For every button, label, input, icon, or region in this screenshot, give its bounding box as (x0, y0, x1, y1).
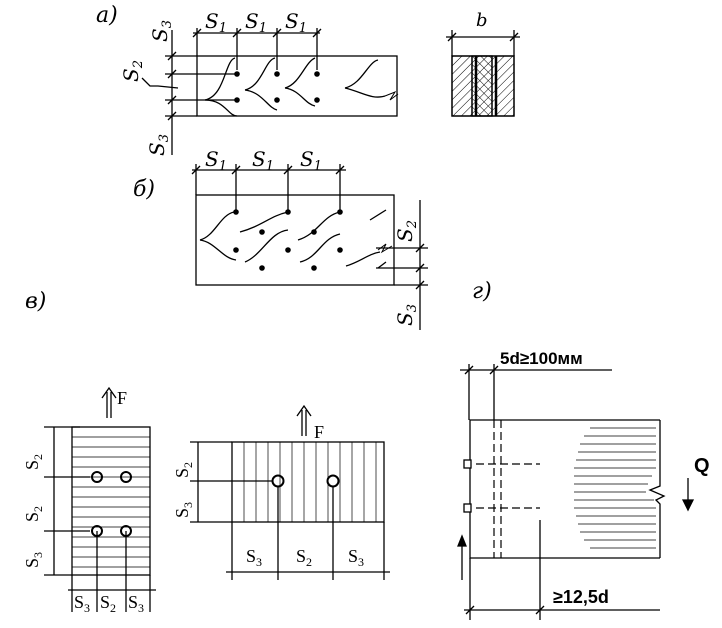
dim-s3: S3 (145, 134, 172, 156)
bolt-dot (234, 71, 240, 77)
svg-text:S2: S2 (22, 454, 45, 470)
cross-section: b (446, 10, 520, 117)
svg-text:S1: S1 (300, 147, 322, 174)
figure-g (457, 364, 695, 620)
svg-text:F: F (314, 422, 324, 442)
beam-a (196, 55, 398, 117)
dim-s2: S2 (119, 60, 146, 82)
figure-b: б) (133, 164, 428, 330)
dim-s1: S1 (285, 9, 307, 36)
svg-text:S2: S2 (393, 220, 420, 242)
svg-text:S3: S3 (348, 546, 364, 569)
label-fig-a: а) (96, 3, 118, 28)
dim-s1: S1 (205, 9, 227, 36)
bolt-dot (274, 71, 280, 77)
svg-text:S2: S2 (100, 592, 116, 615)
bolt-dot (234, 97, 240, 103)
svg-text:S3: S3 (74, 592, 90, 615)
dim-12-5d-label: ≥12,5d (553, 587, 609, 607)
element-horizontal (231, 441, 385, 523)
label-fig-v: в) (25, 289, 46, 314)
bolt-dot (314, 97, 320, 103)
beam-b (195, 194, 395, 286)
label-fig-g: г) (472, 279, 492, 304)
svg-text:S2: S2 (172, 462, 195, 478)
figure-v-horizontal (190, 404, 390, 580)
svg-text:S1: S1 (252, 147, 274, 174)
dim-s1: S1 (245, 9, 267, 36)
svg-text:S3: S3 (172, 502, 195, 518)
svg-text:S1: S1 (205, 147, 227, 174)
svg-text:S3: S3 (393, 304, 420, 326)
svg-text:S3: S3 (22, 552, 45, 568)
dim-5d-label: 5d≥100мм (500, 349, 583, 368)
dim-s3: S3 (148, 20, 175, 42)
label-fig-b: б) (133, 177, 155, 202)
svg-text:S2: S2 (22, 506, 45, 522)
force-f-label: F (117, 388, 127, 408)
bolt-dot (274, 97, 280, 103)
element-vertical (71, 426, 151, 576)
force-q-label: Q (694, 455, 710, 477)
svg-text:S3: S3 (246, 546, 262, 569)
bolt-dot (314, 71, 320, 77)
label-width-b: b (476, 10, 488, 31)
svg-text:S3: S3 (128, 592, 144, 615)
svg-text:S2: S2 (296, 546, 312, 569)
figure-v-vertical (44, 386, 156, 612)
figure-a: а) (96, 3, 399, 155)
